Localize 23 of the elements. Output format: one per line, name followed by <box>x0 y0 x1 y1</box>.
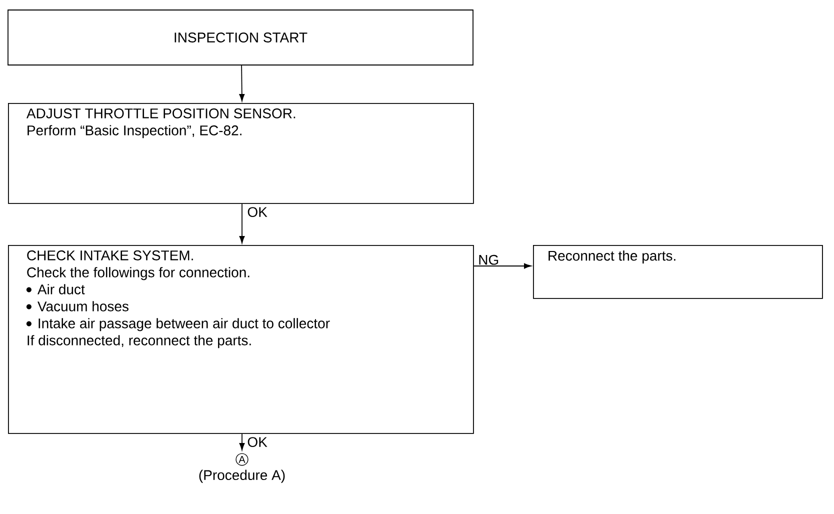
arrow <box>473 263 532 269</box>
list-item: Intake air passage between air duct to collector <box>38 318 330 332</box>
arrow <box>239 433 245 450</box>
box-heading: Reconnect the parts. <box>548 250 676 264</box>
step-box <box>8 10 474 66</box>
box-text: Check the followings for connection. <box>27 267 250 280</box>
step-box <box>8 103 474 204</box>
action-box <box>533 245 823 299</box>
edge-label: OK <box>248 207 268 218</box>
arrow <box>239 65 245 102</box>
procedure-label: (Procedure A) <box>199 470 285 483</box>
box-heading: CHECK INTAKE SYSTEM. <box>27 250 193 260</box>
circled-letter: A <box>236 453 248 466</box>
edge-label: OK <box>248 437 268 448</box>
box-title: INSPECTION START <box>174 32 308 42</box>
box-text: If disconnected, reconnect the parts. <box>28 335 251 348</box>
box-text: Perform “Basic Inspection”, EC-82. <box>28 125 242 138</box>
arrow <box>239 203 245 244</box>
list-item: Vacuum hoses <box>38 301 128 312</box>
step-box <box>8 245 474 434</box>
edge-label: NG <box>479 254 498 265</box>
box-heading: ADJUST THROTTLE POSITION SENSOR. <box>26 108 296 118</box>
list-item: Air duct <box>37 284 85 294</box>
